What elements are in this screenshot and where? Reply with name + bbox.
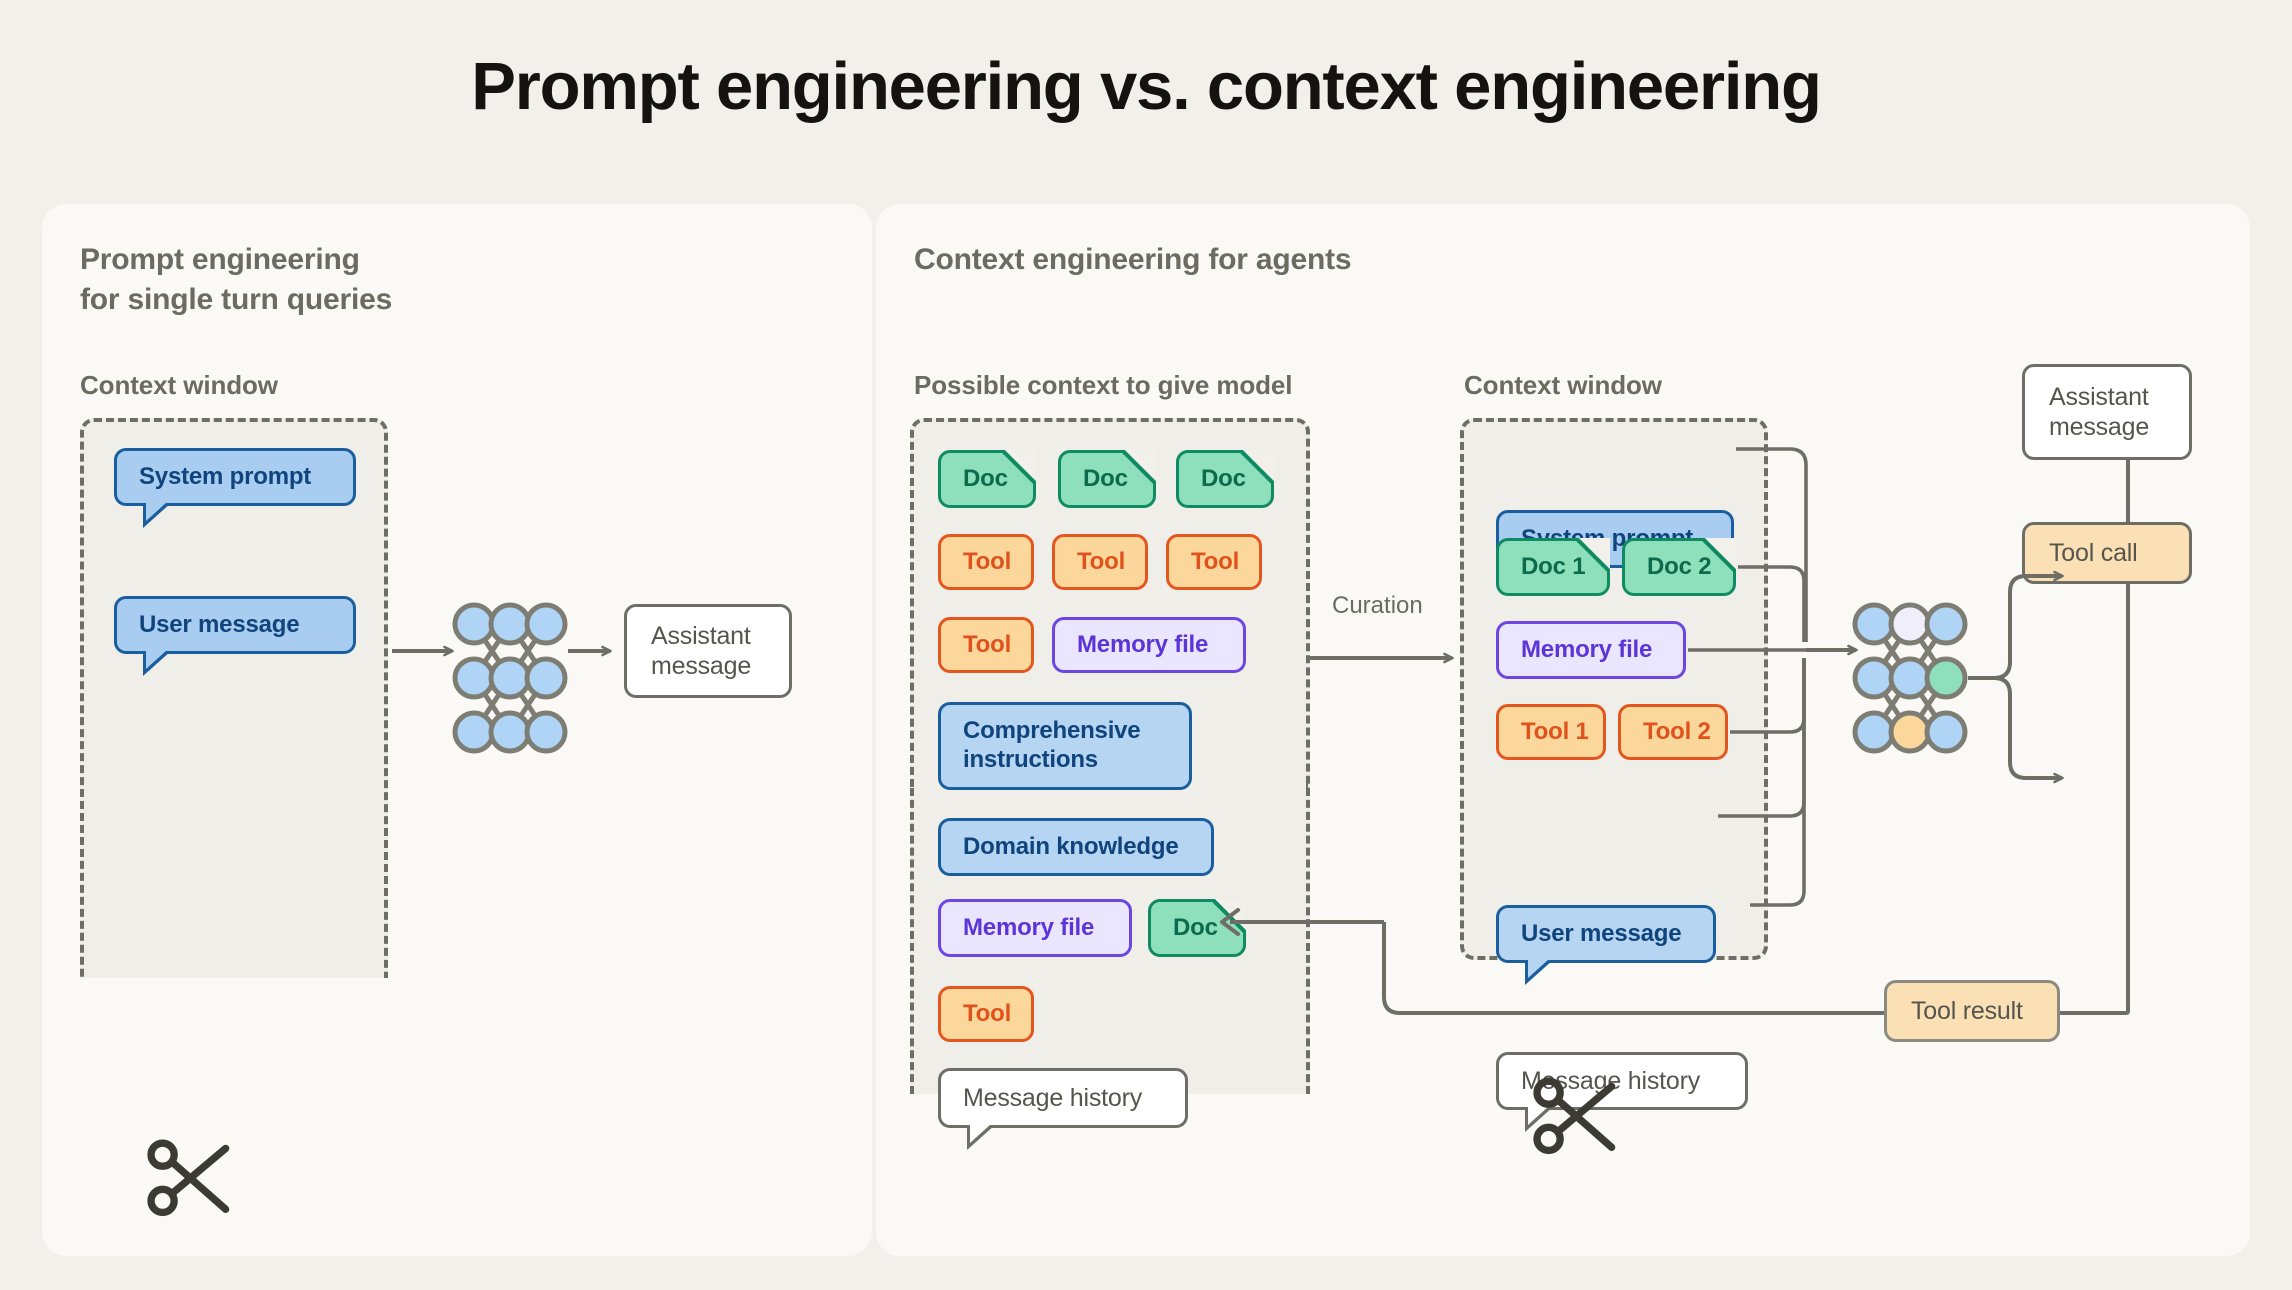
pc-chip-doc-3-label: Doc	[1201, 464, 1246, 492]
cw-chip-doc-1-label: Doc 1	[1521, 552, 1586, 580]
pc-chip-comprehensive-instructions: Comprehensive instructions	[938, 702, 1192, 790]
pc-chip-comprehensive-instructions-label: Comprehensive instructions	[963, 717, 1141, 773]
right-assistant-message-label: Assistant message	[2049, 383, 2150, 441]
tool-result-label: Tool result	[1911, 997, 2023, 1025]
pc-chip-message-history-label: Message history	[963, 1084, 1143, 1112]
pc-chip-doc-2-label: Doc	[1083, 464, 1128, 492]
prompt-engineering-heading: Prompt engineering for single turn queri…	[80, 243, 393, 316]
doc-fold-icon	[1702, 538, 1736, 572]
cw-chip-message-history-label: Message history	[1521, 1067, 1701, 1095]
page-title: Prompt engineering vs. context engineeri…	[471, 49, 1822, 124]
pc-chip-memory-2: Memory file	[938, 899, 1132, 957]
left-chip-user-message-label: User message	[139, 610, 300, 638]
cw-chip-memory-file-label: Memory file	[1521, 635, 1653, 663]
doc-fold-icon	[1240, 450, 1274, 484]
bubble-tail-inner	[146, 502, 167, 521]
cw-chip-doc-1: Doc 1	[1496, 538, 1610, 596]
pc-chip-memory-2-label: Memory file	[963, 913, 1095, 941]
pc-chip-tool-1: Tool	[938, 534, 1034, 590]
cw-chip-user-message-label: User message	[1521, 919, 1682, 947]
context-engineering-panel: Context engineering for agents Possible …	[876, 204, 2250, 1256]
context-engineering-heading: Context engineering for agents	[914, 243, 1352, 276]
right-assistant-message-box: Assistant message	[2022, 364, 2192, 460]
right-context-window-box	[1460, 418, 1768, 960]
pc-chip-tool-5-label: Tool	[963, 999, 1012, 1027]
possible-context-label: Possible context to give model	[914, 370, 1293, 400]
cw-chip-user-message: User message	[1496, 905, 1716, 985]
doc-fold-icon	[1002, 450, 1036, 484]
prompt-engineering-panel: Prompt engineering for single turn queri…	[42, 204, 872, 1256]
pc-chip-tool-2-label: Tool	[1077, 547, 1126, 575]
doc-fold-icon	[1212, 899, 1246, 933]
pc-chip-tool-4-label: Tool	[963, 630, 1012, 658]
cw-chip-tool-2-label: Tool 2	[1643, 717, 1711, 745]
cw-chip-tool-2: Tool 2	[1618, 704, 1728, 760]
pc-chip-doc-1: Doc	[938, 450, 1036, 508]
pc-chip-tool-1-label: Tool	[963, 547, 1012, 575]
cw-chip-memory-file: Memory file	[1496, 621, 1686, 679]
cw-chip-doc-2-label: Doc 2	[1647, 552, 1712, 580]
pc-chip-doc-1-label: Doc	[963, 464, 1008, 492]
tool-call-label: Tool call	[2049, 539, 2138, 567]
bubble-tail-inner	[1528, 1106, 1549, 1125]
doc-fold-icon	[1122, 450, 1156, 484]
cw-chip-doc-2: Doc 2	[1622, 538, 1736, 596]
pc-chip-tool-3-label: Tool	[1191, 547, 1240, 575]
pc-chip-domain-knowledge-label: Domain knowledge	[963, 832, 1179, 860]
pc-chip-memory-1-label: Memory file	[1077, 630, 1209, 658]
left-assistant-message-label: Assistant message	[651, 622, 752, 680]
pc-chip-tool-5: Tool	[938, 986, 1034, 1042]
pc-chip-doc-3: Doc	[1176, 450, 1274, 508]
pc-chip-domain-knowledge: Domain knowledge	[938, 818, 1214, 876]
cw-chip-message-history: Message history	[1496, 1052, 1748, 1132]
bubble-tail-inner	[1528, 959, 1549, 978]
bubble-tail-inner	[146, 650, 167, 669]
pc-chip-tool-4: Tool	[938, 617, 1034, 673]
bubble-tail-inner	[970, 1124, 991, 1143]
left-assistant-message-box: Assistant message	[624, 604, 792, 698]
tool-result-box: Tool result	[1884, 980, 2060, 1042]
doc-fold-icon	[1576, 538, 1610, 572]
right-context-window-label: Context window	[1464, 370, 1662, 400]
tool-call-box: Tool call	[2022, 522, 2192, 584]
left-context-window-box	[80, 418, 388, 978]
pc-chip-message-history: Message history	[938, 1068, 1188, 1150]
left-chip-system-prompt: System prompt	[114, 448, 356, 528]
pc-chip-memory-1: Memory file	[1052, 617, 1246, 673]
left-chip-user-message: User message	[114, 596, 356, 676]
pc-chip-tool-2: Tool	[1052, 534, 1148, 590]
pc-chip-doc-4-label: Doc	[1173, 913, 1218, 941]
left-context-window-label: Context window	[80, 370, 278, 400]
pc-chip-doc-2: Doc	[1058, 450, 1156, 508]
left-chip-system-prompt-label: System prompt	[139, 462, 312, 490]
cw-chip-tool-1-label: Tool 1	[1521, 717, 1589, 745]
pc-chip-doc-4: Doc	[1148, 899, 1246, 957]
curation-label: Curation	[1332, 592, 1423, 619]
cw-chip-tool-1: Tool 1	[1496, 704, 1606, 760]
pc-chip-tool-3: Tool	[1166, 534, 1262, 590]
